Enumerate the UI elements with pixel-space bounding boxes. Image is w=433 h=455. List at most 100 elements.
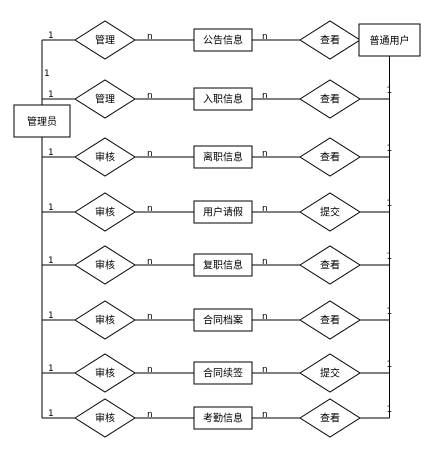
- cardinality-entity-many-right: n: [262, 365, 268, 375]
- entity-box[interactable]: 入职信息: [193, 87, 253, 111]
- user-relationship-label: 查看: [320, 314, 340, 327]
- admin-relationship-label: 审核: [95, 151, 115, 164]
- diamond-shape: [299, 353, 361, 393]
- user-relationship-diamond[interactable]: 查看: [299, 137, 361, 177]
- entity-rect: [193, 308, 253, 332]
- cardinality-entity-many: n: [147, 410, 153, 420]
- admin-relationship-diamond[interactable]: 审核: [74, 137, 136, 177]
- user-relationship-label: 提交: [320, 367, 340, 380]
- admin-relationship-diamond[interactable]: 审核: [74, 245, 136, 285]
- connector-lines: [41, 39, 390, 419]
- cardinality-entity-many-right: n: [262, 32, 268, 42]
- cardinality-entity-many-right: n: [262, 410, 268, 420]
- cardinality-entity-many-right: n: [262, 149, 268, 159]
- cardinality-admin-one: 1: [48, 90, 54, 100]
- cardinality-entity-many: n: [147, 32, 153, 42]
- admin-relationship-diamond[interactable]: 审核: [74, 353, 136, 393]
- user-entity-label: 普通用户: [370, 34, 410, 47]
- entity-label: 合同续签: [203, 367, 243, 380]
- admin-relationship-diamond[interactable]: 审核: [74, 300, 136, 340]
- cardinality-entity-many: n: [147, 91, 153, 101]
- user-relationship-label: 查看: [320, 259, 340, 272]
- cardinality-user-one: 1: [387, 307, 393, 317]
- cardinality-user-one: 1: [387, 405, 393, 415]
- user-relationship-diamond[interactable]: 查看: [299, 398, 361, 438]
- entity-box[interactable]: 用户请假: [193, 200, 253, 224]
- diamond-shape: [299, 192, 361, 232]
- entity-label: 离职信息: [203, 151, 243, 164]
- cardinality-admin-one: 1: [48, 311, 54, 321]
- entity-rect: [193, 253, 253, 277]
- user-relationship-diamond[interactable]: 提交: [299, 353, 361, 393]
- cardinality-entity-many-right: n: [262, 91, 268, 101]
- user-relationship-diamond[interactable]: 查看: [299, 300, 361, 340]
- diamond-shape: [299, 245, 361, 285]
- entity-box[interactable]: 离职信息: [193, 145, 253, 169]
- user-relationship-label: 查看: [320, 151, 340, 164]
- user-relationship-diamond[interactable]: 查看: [299, 79, 361, 119]
- diamond-shape: [74, 79, 136, 119]
- cardinality-admin-one: 1: [48, 364, 54, 374]
- cardinality-entity-many-right: n: [262, 204, 268, 214]
- diamond-shape: [74, 20, 136, 60]
- cardinality-user-one: 1: [387, 360, 393, 370]
- admin-relationship-label: 审核: [95, 367, 115, 380]
- user-relationship-diamond[interactable]: 提交: [299, 192, 361, 232]
- entity-box[interactable]: 合同续签: [193, 361, 253, 385]
- entity-label: 考勤信息: [203, 412, 243, 425]
- entity-label: 入职信息: [203, 93, 243, 106]
- entity-rect: [193, 200, 253, 224]
- admin-relationship-diamond[interactable]: 管理: [74, 20, 136, 60]
- cardinality-entity-many: n: [147, 312, 153, 322]
- entity-rect: [193, 361, 253, 385]
- admin-relationship-label: 审核: [95, 259, 115, 272]
- cardinality-admin-one-trunk: 1: [44, 69, 50, 79]
- user-relationship-label: 查看: [320, 412, 340, 425]
- cardinality-entity-many: n: [147, 257, 153, 267]
- admin-relationship-label: 管理: [95, 34, 115, 47]
- entity-box[interactable]: 公告信息: [193, 28, 253, 52]
- entity-box[interactable]: 复职信息: [193, 253, 253, 277]
- diagram-shapes: 管理公告信息查看1nn1管理入职信息查看1nn1审核离职信息查看1nn1审核用户…: [44, 20, 393, 438]
- entity-label: 复职信息: [203, 259, 243, 272]
- cardinality-user-one: 1: [387, 252, 393, 262]
- cardinality-entity-many-right: n: [262, 257, 268, 267]
- cardinality-admin-one: 1: [48, 148, 54, 158]
- cardinality-admin-one: 1: [48, 203, 54, 213]
- diamond-shape: [74, 137, 136, 177]
- cardinality-entity-many: n: [147, 365, 153, 375]
- diamond-shape: [299, 137, 361, 177]
- user-relationship-label: 提交: [320, 206, 340, 219]
- cardinality-entity-many: n: [147, 204, 153, 214]
- entity-box[interactable]: 合同档案: [193, 308, 253, 332]
- entity-rect: [193, 145, 253, 169]
- cardinality-user-one: 1: [387, 86, 393, 96]
- entity-box[interactable]: 考勤信息: [193, 406, 253, 430]
- admin-entity-label: 管理员: [27, 115, 57, 128]
- user-relationship-diamond[interactable]: 查看: [299, 245, 361, 285]
- entity-rect: [193, 406, 253, 430]
- user-entity[interactable]: 普通用户: [358, 23, 421, 57]
- entity-rect: [193, 87, 253, 111]
- diamond-shape: [74, 192, 136, 232]
- cardinality-entity-many-right: n: [262, 312, 268, 322]
- diamond-shape: [299, 300, 361, 340]
- user-relationship-label: 查看: [320, 93, 340, 106]
- cardinality-user-one: 1: [387, 144, 393, 154]
- user-relationship-diamond[interactable]: 查看: [299, 20, 361, 60]
- admin-relationship-diamond[interactable]: 审核: [74, 192, 136, 232]
- entity-label: 公告信息: [203, 34, 243, 47]
- admin-relationship-diamond[interactable]: 审核: [74, 398, 136, 438]
- admin-relationship-diamond[interactable]: 管理: [74, 79, 136, 119]
- cardinality-admin-one: 1: [48, 409, 54, 419]
- cardinality-admin-one: 1: [48, 256, 54, 266]
- diamond-shape: [299, 79, 361, 119]
- diamond-shape: [299, 398, 361, 438]
- entity-label: 用户请假: [203, 206, 243, 219]
- cardinality-user-one: 1: [387, 199, 393, 209]
- user-relationship-label: 查看: [320, 34, 340, 47]
- cardinality-admin-one: 1: [48, 31, 54, 41]
- diamond-shape: [74, 300, 136, 340]
- admin-entity[interactable]: 管理员: [13, 104, 71, 138]
- diamond-shape: [74, 353, 136, 393]
